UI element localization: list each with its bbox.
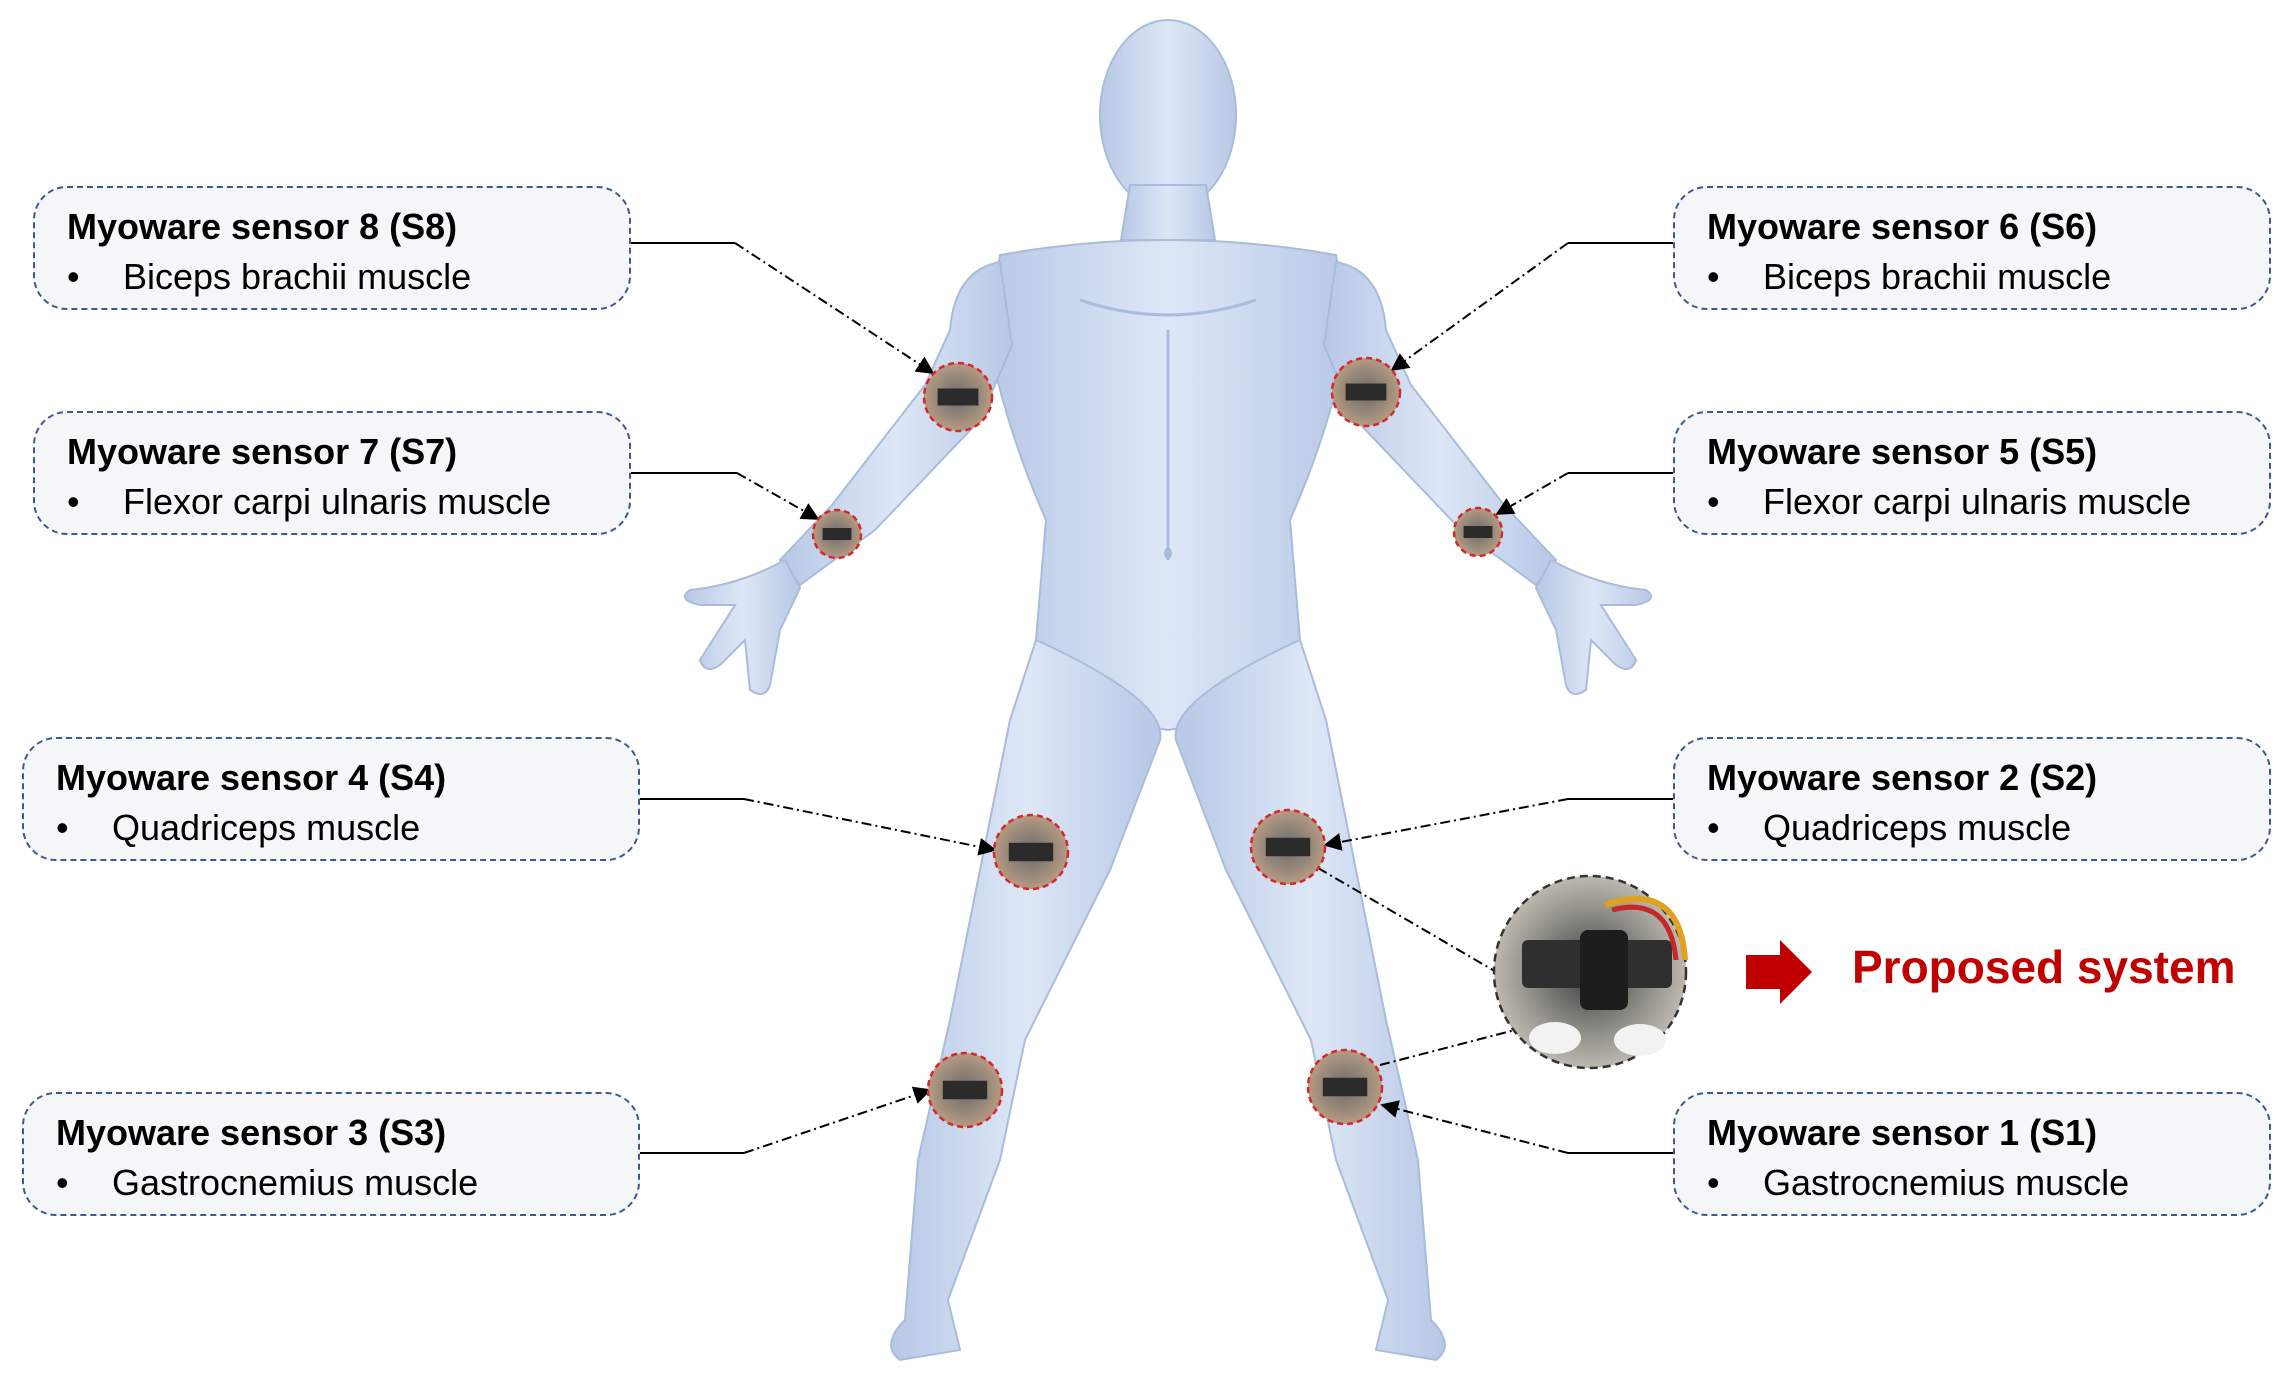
bullet-icon: • <box>56 1162 69 1203</box>
sensor-muscle: Quadriceps muscle <box>1763 807 2072 848</box>
label-box-s5: Myoware sensor 5 (S5) • Flexor carpi ulna… <box>1673 411 2271 535</box>
navel <box>1164 547 1172 559</box>
sensor-muscle-item: • Biceps brachii muscle <box>67 252 599 302</box>
sensor-muscle-item: • Biceps brachii muscle <box>1707 252 2239 302</box>
sensor-muscle: Flexor carpi ulnaris muscle <box>123 481 552 522</box>
chest-line <box>1079 298 1257 317</box>
bullet-icon: • <box>1707 1162 1720 1203</box>
leader-line-s3-arrow <box>743 1086 932 1154</box>
right-arrow-icon <box>1746 940 1812 1004</box>
leader-line-s2-arrow <box>1323 798 1569 851</box>
bullet-icon: • <box>1707 256 1720 297</box>
sensor-photo-icon <box>1249 808 1327 886</box>
sensor-muscle: Gastrocnemius muscle <box>112 1162 479 1203</box>
label-box-s6: Myoware sensor 6 (S6) • Biceps brachii mu… <box>1673 186 2271 310</box>
label-box-s7: Myoware sensor 7 (S7) • Flexor carpi ulna… <box>33 411 631 535</box>
sensor-muscle: Biceps brachii muscle <box>123 256 472 297</box>
bullet-icon: • <box>67 256 80 297</box>
sensor-muscle: Biceps brachii muscle <box>1763 256 2112 297</box>
leader-line-s1-arrow <box>1380 1100 1569 1154</box>
head <box>1099 19 1237 211</box>
sensor-muscle-item: • Quadriceps muscle <box>1707 803 2239 853</box>
sensor-muscle: Gastrocnemius muscle <box>1763 1162 2130 1203</box>
leader-line-s7-arrow <box>736 472 820 520</box>
leader-lines <box>631 242 1673 1154</box>
sensor-markers <box>811 356 1504 1129</box>
sensor-title: Myoware sensor 8 (S8) <box>67 206 458 247</box>
bullet-icon: • <box>67 481 80 522</box>
sensor-title: Myoware sensor 4 (S4) <box>56 757 447 798</box>
sensor-title: Myoware sensor 3 (S3) <box>56 1112 447 1153</box>
sensor-muscle-item: • Flexor carpi ulnaris muscle <box>1707 477 2239 527</box>
sensor-muscle: Flexor carpi ulnaris muscle <box>1763 481 2192 522</box>
sensor-muscle-item: • Gastrocnemius muscle <box>1707 1158 2239 1208</box>
proposed-system-label: Proposed system <box>1852 941 2236 993</box>
label-box-s2: Myoware sensor 2 (S2) • Quadriceps muscle <box>1673 737 2271 861</box>
sensor-title: Myoware sensor 1 (S1) <box>1707 1112 2098 1153</box>
label-box-s4: Myoware sensor 4 (S4) • Quadriceps muscle <box>22 737 640 861</box>
human-body-figure <box>683 19 1653 1362</box>
label-box-s3: Myoware sensor 3 (S3) • Gastrocnemius mus… <box>22 1092 640 1216</box>
photo-link-line-2 <box>1379 1029 1516 1066</box>
sensor-title: Myoware sensor 2 (S2) <box>1707 757 2098 798</box>
sensor-photo-icon <box>811 508 863 560</box>
proposed-system-photo <box>1492 874 1688 1070</box>
leader-line-s4-arrow <box>743 798 997 856</box>
sensor-muscle: Quadriceps muscle <box>112 807 421 848</box>
sensor-photo-icon <box>1306 1048 1384 1126</box>
sensor-muscle-item: • Quadriceps muscle <box>56 803 608 853</box>
label-box-s1: Myoware sensor 1 (S1) • Gastrocnemius mus… <box>1673 1092 2271 1216</box>
sensor-photo-icon <box>992 813 1070 891</box>
left-hand <box>683 558 802 695</box>
sensor-photo-icon <box>1330 356 1402 428</box>
sensor-photo-icon <box>922 361 994 433</box>
sensor-muscle-item: • Gastrocnemius muscle <box>56 1158 608 1208</box>
left-leg <box>890 638 1162 1362</box>
sensor-title: Myoware sensor 5 (S5) <box>1707 431 2098 472</box>
sensor-photo-icon <box>926 1051 1004 1129</box>
sensor-title: Myoware sensor 7 (S7) <box>67 431 458 472</box>
sensor-title: Myoware sensor 6 (S6) <box>1707 206 2098 247</box>
sensor-muscle-item: • Flexor carpi ulnaris muscle <box>67 477 599 527</box>
neck <box>1119 184 1217 241</box>
photo-link-line-1 <box>1317 867 1511 981</box>
bullet-icon: • <box>1707 807 1720 848</box>
label-box-s8: Myoware sensor 8 (S8) • Biceps brachii mu… <box>33 186 631 310</box>
bullet-icon: • <box>1707 481 1720 522</box>
leader-line-s8-arrow <box>734 242 935 374</box>
right-hand <box>1534 558 1653 695</box>
sensor-photo-icon <box>1452 506 1504 558</box>
leader-line-s5-arrow <box>1495 472 1569 515</box>
leader-line-s6-arrow <box>1390 242 1569 372</box>
bullet-icon: • <box>56 807 69 848</box>
right-leg <box>1174 638 1446 1362</box>
